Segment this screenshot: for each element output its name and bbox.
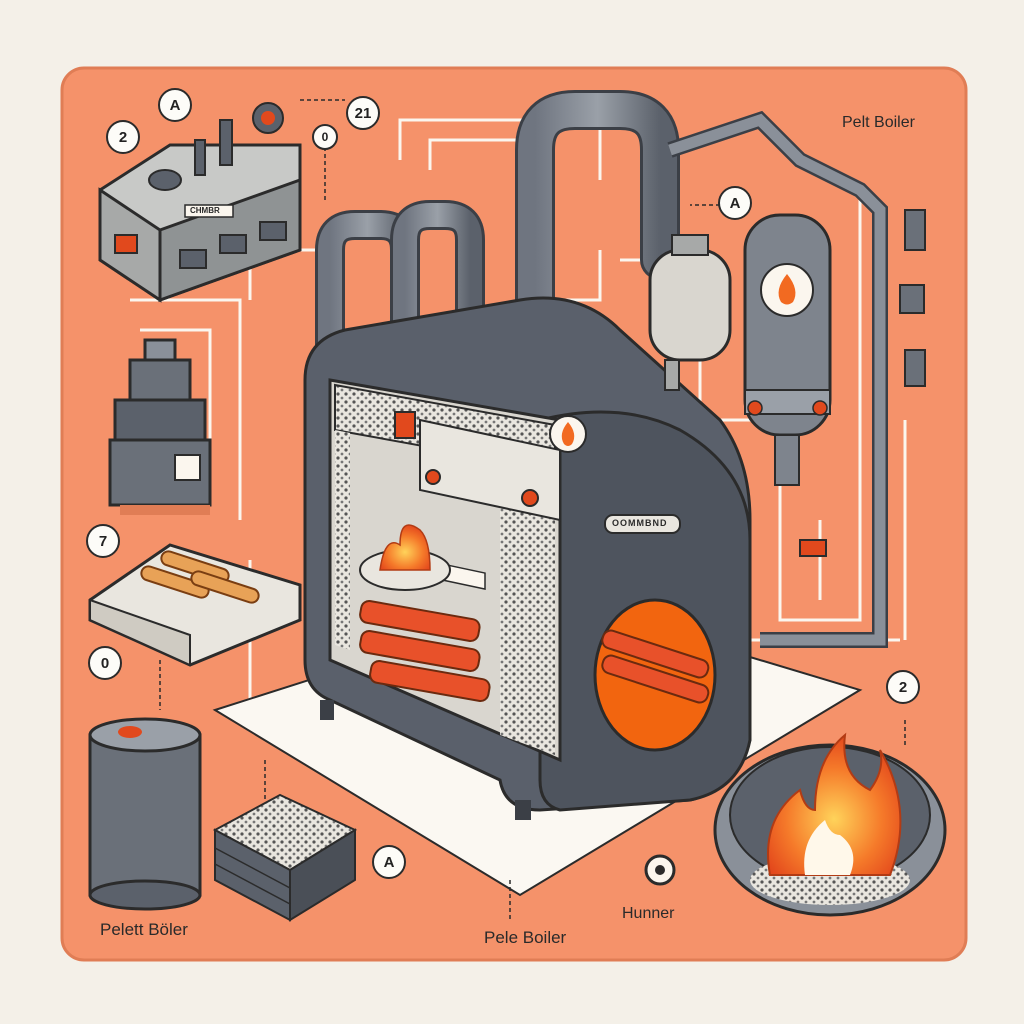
callout-a-right: A (718, 186, 752, 220)
callout-a-top: A (158, 88, 192, 122)
callout-21: 21 (346, 96, 380, 130)
callout-2-right: 2 (886, 670, 920, 704)
control-box (98, 102, 302, 303)
callout-0-top: 0 (312, 124, 338, 150)
pellet-tray (88, 543, 302, 667)
main-boiler (303, 296, 752, 820)
buffer-tank (743, 213, 832, 486)
boiler-nameplate: OOMMBND (612, 518, 668, 528)
label-pele-boiler: Pele Boiler (484, 928, 567, 947)
leader-lines (159, 99, 906, 920)
callout-0-left: 0 (88, 646, 122, 680)
burner-bowl (713, 732, 947, 917)
callout-7: 7 (86, 524, 120, 558)
pump-assembly (108, 338, 212, 515)
flue-pipes (315, 90, 888, 706)
label-pelett-boiler: Pelett Böler (100, 920, 188, 939)
callout-2-top: 2 (106, 120, 140, 154)
label-pelt-boiler: Pelt Boiler (842, 114, 915, 131)
expansion-tank (648, 234, 732, 391)
label-hunner: Hunner (622, 905, 675, 922)
pellet-bin (88, 717, 202, 911)
burner-gear-icon (644, 854, 676, 886)
callout-a-bottom: A (372, 845, 406, 879)
pellet-stack (212, 793, 358, 922)
sensors (799, 209, 926, 557)
control-panel-label: CHMBR (190, 206, 220, 215)
